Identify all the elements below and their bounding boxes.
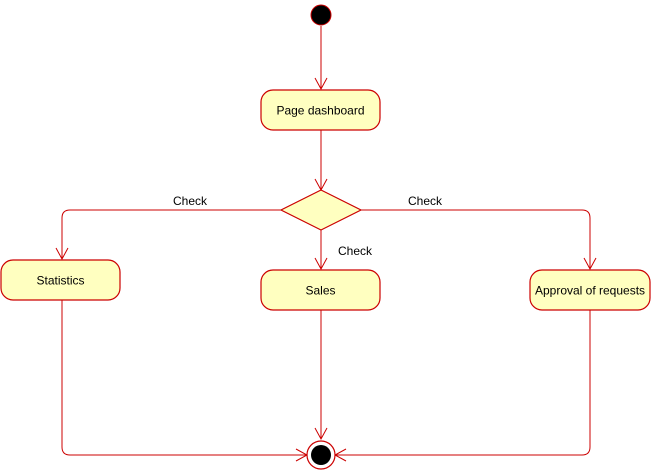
initial-node [310,4,332,26]
action-sales: Sales [260,269,381,311]
edge-decision-to-approval [361,209,591,269]
edge-approval-to-end [335,310,591,456]
action-approval-of-requests: Approval of requests [529,269,651,311]
action-statistics: Statistics [0,259,121,301]
edge-statistics-to-end [61,300,307,456]
arrowhead-approval [583,257,597,271]
final-node [306,440,336,470]
statistics-label: Statistics [36,274,84,288]
edge-label-statistics: Check [173,194,208,208]
arrowhead-dashboard [314,77,328,91]
approval-label: Approval of requests [535,284,645,298]
edge-decision-to-statistics [61,209,281,259]
arrowhead-end-top [314,427,328,441]
arrowhead-statistics [55,247,69,261]
final-node-inner-dot [311,445,331,465]
arrowhead-sales [314,257,328,271]
page-dashboard-label: Page dashboard [276,104,364,118]
action-page-dashboard: Page dashboard [260,89,381,131]
decision-node [279,189,363,231]
edge-label-sales: Check [338,244,373,258]
edge-label-approval: Check [408,194,443,208]
statistics-box [0,259,121,301]
sales-label: Sales [305,284,335,298]
